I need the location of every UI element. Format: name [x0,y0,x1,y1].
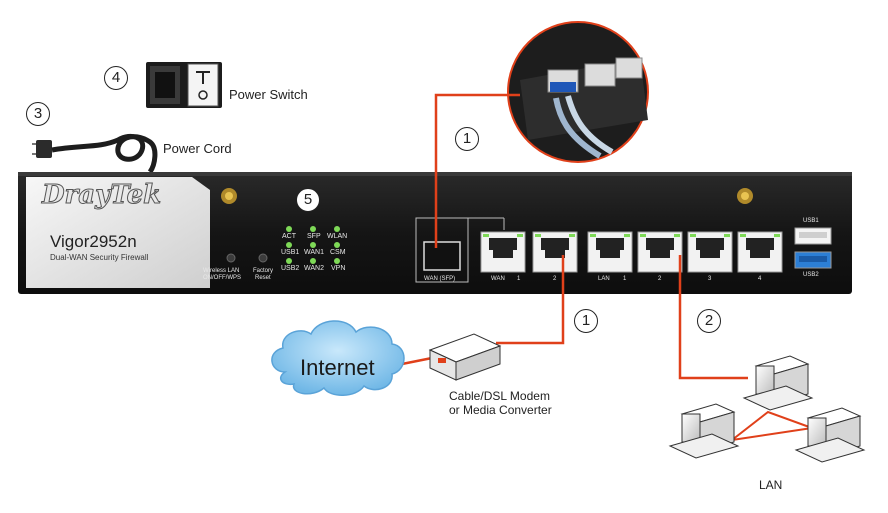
led-label-csm: CSM [330,249,346,256]
lan-port-2-label: 2 [658,276,661,282]
lan-group-label: LAN [759,478,782,492]
lan-port-1-label: 1 [623,276,626,282]
usb1-label: USB1 [803,218,819,224]
pc-icon-1 [744,356,812,410]
factory-reset-label-2: Reset [255,275,271,281]
pc-icon-2 [670,404,738,458]
lan-port-4 [738,232,782,272]
wan-port-1-label: 1 [517,276,520,282]
callout-power-cord: 3 [26,102,50,126]
brand-logo: DrayTek [42,180,161,210]
led-label-sfp: SFP [307,233,321,240]
factory-reset-label-1: Factory [253,268,273,274]
power-switch-illustration [146,62,222,108]
lan-port-3 [688,232,732,272]
wan-label: WAN [491,276,505,282]
led-label-usb1: USB1 [281,249,299,256]
wan-port-2 [533,232,577,272]
led-label-wan2: WAN2 [304,265,324,272]
led-label-wan1: WAN1 [304,249,324,256]
led-label-usb2: USB2 [281,265,299,272]
lan-pcs [670,356,864,462]
power-switch-label: Power Switch [229,87,308,102]
led-label-act: ACT [282,233,296,240]
usb2-label: USB2 [803,272,819,278]
pc-icon-3 [796,408,864,462]
callout-wan2: 1 [574,309,598,333]
wireless-button-label-2: ON/OFF/WPS [203,275,241,281]
modem-label-line1: Cable/DSL Modem [449,389,550,403]
wan-port-1 [481,232,525,272]
lan-label: LAN [598,276,610,282]
power-cord-illustration [32,136,155,172]
callout-wan-sfp: 1 [455,127,479,151]
modem-label-line2: or Media Converter [449,403,552,417]
lan-pc-link-1 [732,412,812,440]
modem-icon [430,334,500,380]
wireless-button-label-1: Wireless LAN [203,268,239,274]
callout-leds: 5 [296,188,320,212]
lan-port-4-label: 4 [758,276,761,282]
internet-link [402,358,432,364]
lan-port-1 [588,232,632,272]
sfp-module-inset [508,22,648,162]
lan-port-3-label: 3 [708,276,711,282]
wan-port-2-label: 2 [553,276,556,282]
power-cord-label: Power Cord [163,141,232,156]
callout-power-switch: 4 [104,66,128,90]
model-name: Vigor2952n [50,232,137,252]
internet-label: Internet [300,355,375,381]
wan-sfp-label: WAN (SFP) [424,276,455,282]
lan-port-2 [638,232,682,272]
callout-lan: 2 [697,309,721,333]
led-label-vpn: VPN [331,265,345,272]
led-label-wlan: WLAN [327,233,347,240]
model-subtitle: Dual-WAN Security Firewall [50,253,148,262]
